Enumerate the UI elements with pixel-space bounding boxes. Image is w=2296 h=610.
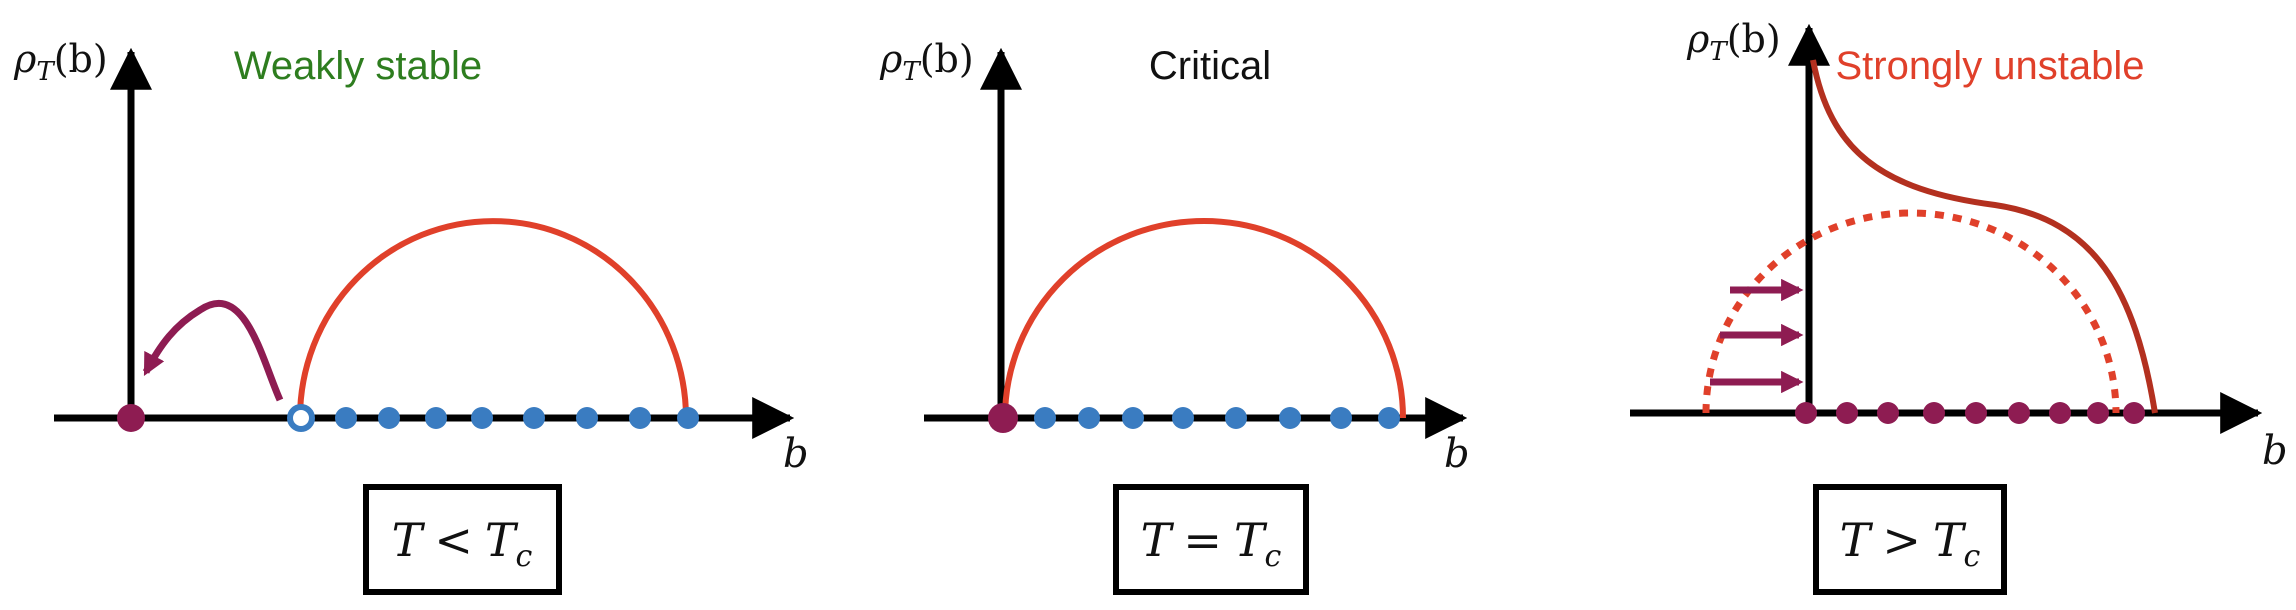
- y-axis-label: ρT(b): [1686, 17, 1781, 67]
- bulk-point: [1795, 402, 1817, 424]
- y-axis-label: ρT(b): [13, 37, 108, 87]
- x-axis-label: b: [2262, 428, 2288, 474]
- bulk-point: [471, 407, 493, 429]
- y-axis-label: ρT(b): [879, 37, 974, 87]
- bulk-point: [2008, 402, 2030, 424]
- x-axis-label: b: [1444, 431, 1470, 477]
- bulk-points: [1795, 402, 2145, 424]
- panel-weakly-stable: Weakly stable ρT(b) b T<Tc: [13, 37, 809, 595]
- panel-title: Strongly unstable: [1835, 44, 2144, 88]
- bulk-points: [1034, 407, 1400, 429]
- bulk-point: [1330, 407, 1352, 429]
- dashed-semicircle: [1702, 209, 2120, 414]
- bulk-point: [378, 407, 400, 429]
- bulk-points: [335, 407, 699, 429]
- condition-box: [1113, 484, 1309, 595]
- panel-title: Weakly stable: [234, 44, 482, 88]
- semicircle-density: [297, 218, 689, 419]
- bulk-point: [2123, 402, 2145, 424]
- condition-label: T>Tc: [1840, 513, 1981, 574]
- bulk-point: [1225, 407, 1247, 429]
- panel-critical: Critical ρT(b) b T=Tc: [879, 37, 1470, 595]
- panel-strongly-unstable: Strongly unstable ρT(b) b T>Tc: [1630, 17, 2288, 595]
- bulk-point: [1172, 407, 1194, 429]
- condition-box: [363, 484, 562, 595]
- x-axis-label: b: [783, 431, 809, 477]
- condition-label: T<Tc: [392, 513, 533, 574]
- escape-arrow: [142, 299, 284, 402]
- panel-title: Critical: [1149, 44, 1271, 88]
- bulk-point: [1378, 407, 1400, 429]
- bulk-point: [576, 407, 598, 429]
- bulk-point: [1923, 402, 1945, 424]
- bulk-point: [425, 407, 447, 429]
- bulk-point: [335, 407, 357, 429]
- bulk-point: [523, 407, 545, 429]
- push-arrows: [1710, 278, 1804, 394]
- bulk-point: [1965, 402, 1987, 424]
- bulk-point: [1078, 407, 1100, 429]
- vacated-point: [287, 404, 315, 432]
- bulk-point: [2087, 402, 2109, 424]
- edge-point: [988, 403, 1018, 433]
- condition-box: [1813, 484, 2007, 595]
- unstable-density-curve: [1810, 59, 2158, 414]
- bulk-point: [1122, 407, 1144, 429]
- bulk-point: [629, 407, 651, 429]
- outlier-point: [117, 404, 145, 432]
- bulk-point: [1034, 407, 1056, 429]
- bulk-point: [1279, 407, 1301, 429]
- bulk-point: [1836, 402, 1858, 424]
- bulk-point: [1877, 402, 1899, 424]
- semicircle-density: [1002, 218, 1406, 419]
- bulk-point: [677, 407, 699, 429]
- condition-label: T=Tc: [1141, 513, 1282, 574]
- bulk-point: [2049, 402, 2071, 424]
